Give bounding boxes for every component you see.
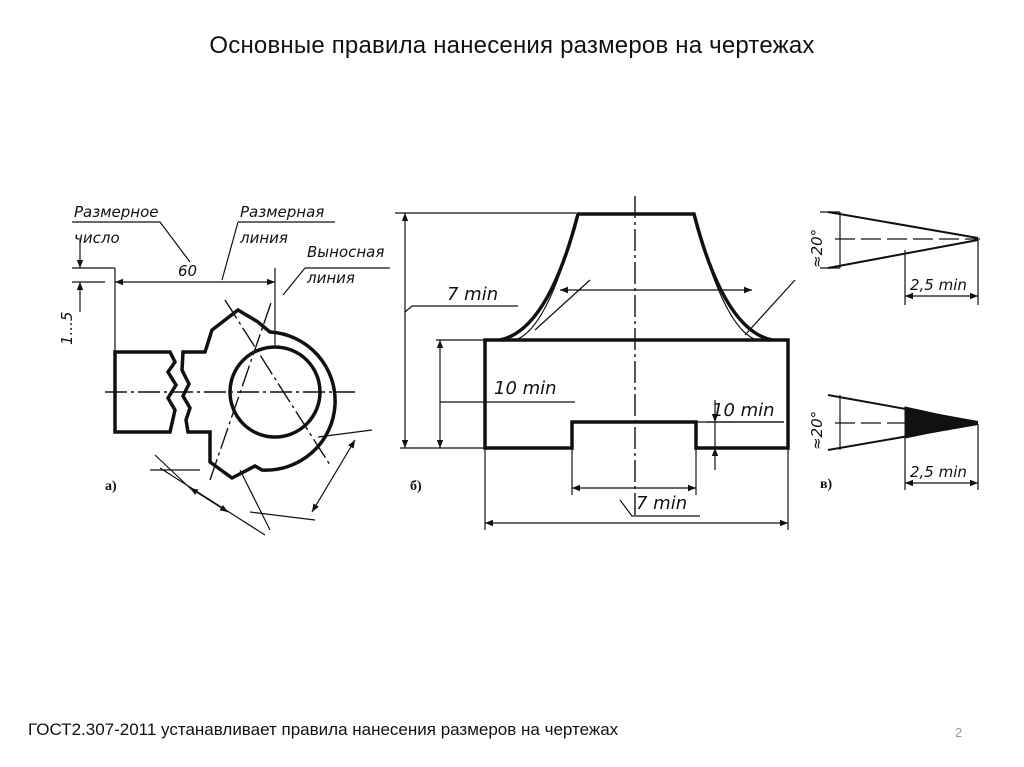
angle-bottom: ≈20° bbox=[808, 411, 826, 450]
page-number: 2 bbox=[955, 725, 963, 740]
slide-title: Основные правила нанесения размеров на ч… bbox=[209, 32, 815, 59]
diagram-b-labels: 7 min 10 min 10 min 7 min б) bbox=[410, 284, 775, 514]
trapezoid-outline bbox=[499, 212, 773, 342]
min-10-left: 10 min bbox=[494, 378, 557, 399]
sublabel-a: а) bbox=[105, 479, 117, 494]
diagram-b bbox=[395, 196, 796, 530]
label-size-number: Размерное bbox=[74, 203, 159, 221]
min-7-top: 7 min bbox=[447, 284, 498, 305]
min-7-bottom: 7 min bbox=[636, 493, 687, 514]
diagram-c-labels: ≈20° ≈20° 2,5 min 2,5 min в) bbox=[808, 229, 967, 492]
label-size-number-2: число bbox=[74, 229, 120, 247]
label-dim-line: Размерная bbox=[240, 203, 324, 221]
min-10-right: 10 min bbox=[712, 400, 775, 421]
len-top: 2,5 min bbox=[910, 276, 967, 294]
diagram-a bbox=[72, 221, 390, 536]
diagram-c bbox=[820, 211, 980, 490]
sublabel-c: в) bbox=[820, 477, 833, 492]
filled-arrowhead bbox=[904, 406, 979, 439]
part-outline bbox=[180, 307, 337, 481]
value-gap: 1...5 bbox=[58, 312, 76, 345]
diagram-a-labels: Размерное число Размерная линия Выносная… bbox=[58, 203, 384, 494]
sublabel-b: б) bbox=[410, 479, 422, 494]
label-ext-line-2: линия bbox=[306, 269, 355, 287]
footer-text: ГОСТ2.307-2011 устанавливает правила нан… bbox=[28, 720, 619, 739]
label-dim-line-2: линия bbox=[239, 229, 288, 247]
value-60: 60 bbox=[178, 262, 197, 280]
angle-top: ≈20° bbox=[808, 229, 826, 268]
len-bottom: 2,5 min bbox=[910, 463, 967, 481]
label-ext-line: Выносная bbox=[307, 243, 384, 261]
